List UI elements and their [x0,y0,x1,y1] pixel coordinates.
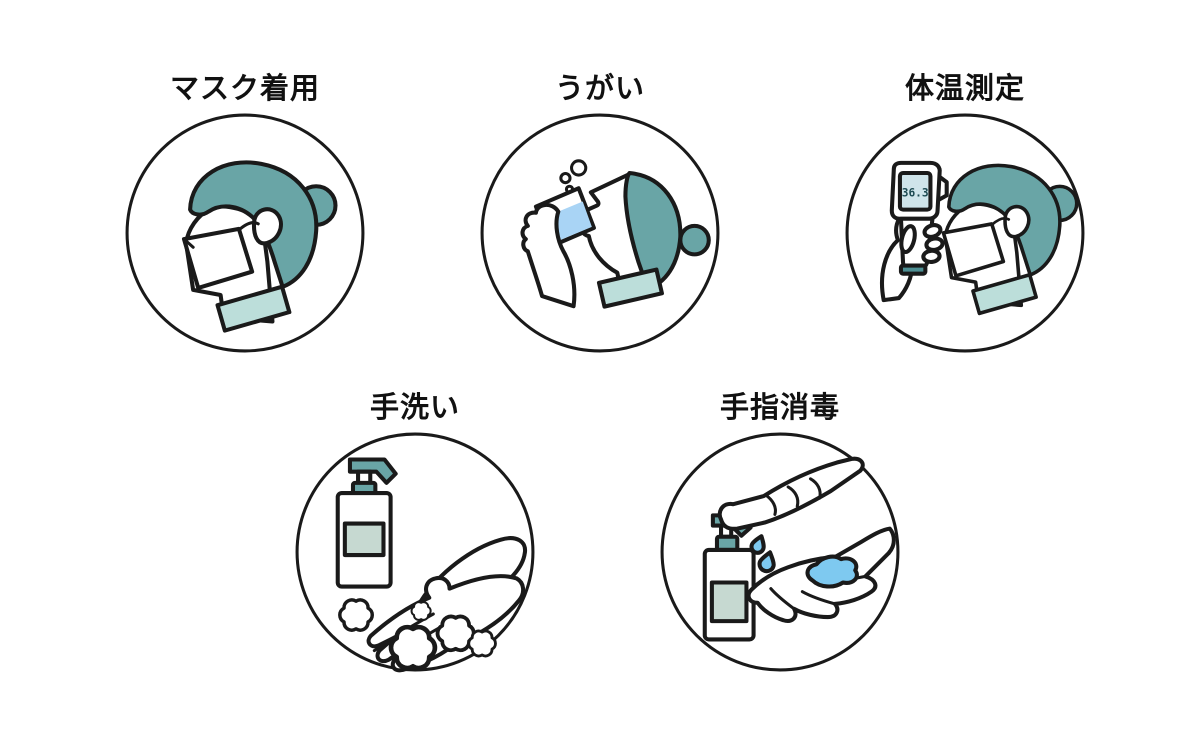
soap-foam [338,598,374,632]
mask-strap [990,216,1011,227]
finger [921,248,942,265]
panel-mask-wearing: マスク着用 [123,70,367,355]
curled-finger-line [786,485,800,508]
ear [1003,204,1031,239]
masked-person-head [941,163,1079,316]
sanitizer-drop [749,534,766,555]
hair-bun [678,223,711,257]
soap-pump-spout [347,457,398,485]
ear [251,207,283,246]
soap-bottle-label [342,521,386,558]
hair [947,163,1062,277]
panel-temperature-check: 体温測定 36.3 [843,70,1087,355]
collar [971,272,1038,316]
thermometer-reading: 36.3 [902,186,929,199]
panel-title-mask-wearing: マスク着用 [169,73,320,105]
soap-foam [410,601,432,621]
sanitizer-drop [757,550,776,574]
mask-strap [237,220,260,232]
sanitizer-bottle-label [709,580,749,624]
forehead-thermometer-icon: 36.3 [845,113,1085,353]
soap-foam [391,627,435,668]
hand-holding-cup [520,202,577,309]
thumb [899,224,917,255]
panel-gargling: うがい [478,70,722,355]
hair [188,160,319,289]
person-wearing-mask-icon [125,113,365,353]
face-mask [941,222,1006,278]
sanitizer-gel-blob [805,554,859,589]
finger-line [800,590,837,606]
finger [922,223,943,239]
bubble-large [570,159,588,177]
panel-title-gargling: うがい [554,73,645,105]
thermometer-base [898,263,928,276]
person-gargling-with-cup-icon [480,113,720,353]
washing-hands-with-soap-icon [295,432,535,673]
face-mask [181,226,255,290]
panel-hand-sanitizing: 手指消毒 [658,389,902,674]
mask-fold-line [182,237,195,249]
curled-finger-line [808,477,822,500]
bubble-medium [559,172,572,185]
soap-foam [467,629,497,658]
pressing-hand [717,456,865,531]
curled-finger-line [764,493,777,516]
finger-line [769,587,796,611]
panel-title-temperature-check: 体温測定 [904,73,1025,105]
panel-title-hand-washing: 手洗い [369,392,460,424]
hand-sanitizer-pump-icon [660,432,900,672]
collar [596,267,664,309]
collar [215,284,292,333]
panel-hand-washing: 手洗い [293,389,537,674]
panel-title-hand-sanitizing: 手指消毒 [719,392,840,424]
thermometer-display [897,170,933,212]
